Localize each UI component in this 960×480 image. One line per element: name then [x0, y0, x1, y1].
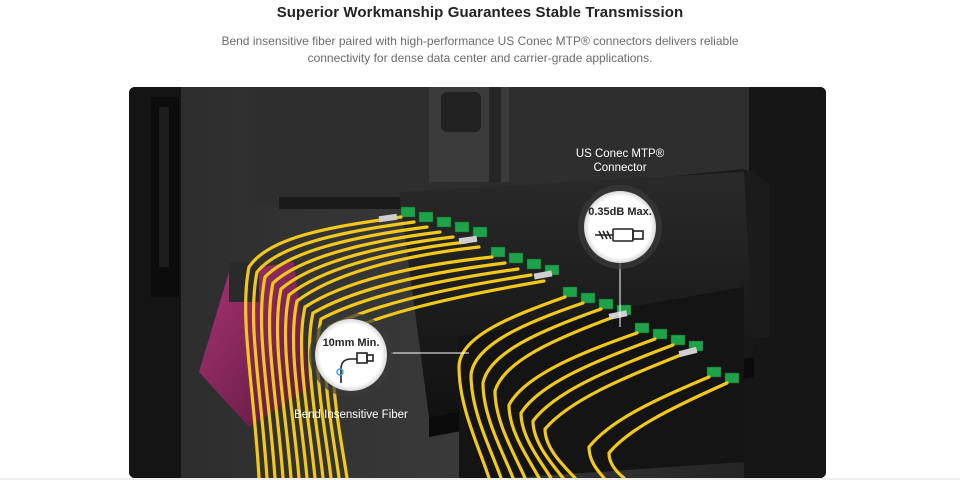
bottom-divider [0, 478, 960, 480]
fiber-label: Bend Insensitive Fiber [294, 409, 408, 421]
connector-label: US Conec MTP® Connector [555, 147, 685, 175]
connector-label-line1: US Conec MTP® [575, 148, 665, 160]
mtp-connector-icon [578, 185, 662, 269]
section-title: Superior Workmanship Guarantees Stable T… [276, 4, 684, 21]
subtitle-line-1: Bend insensitive fiber paired with high-… [221, 34, 739, 48]
section-subtitle: Bend insensitive fiber paired with high-… [0, 33, 960, 67]
product-photo: US Conec MTP® Connector 0.35dB Max. 10mm… [129, 87, 826, 478]
bent-fiber-icon [309, 313, 393, 397]
connector-label-line2: Connector [593, 162, 647, 174]
connector-spec: 0.35dB Max. [588, 206, 652, 218]
subtitle-line-2: connectivity for dense data center and c… [307, 51, 653, 65]
fiber-spec: 10mm Min. [322, 337, 380, 349]
fiber-rack-illustration [129, 87, 826, 478]
